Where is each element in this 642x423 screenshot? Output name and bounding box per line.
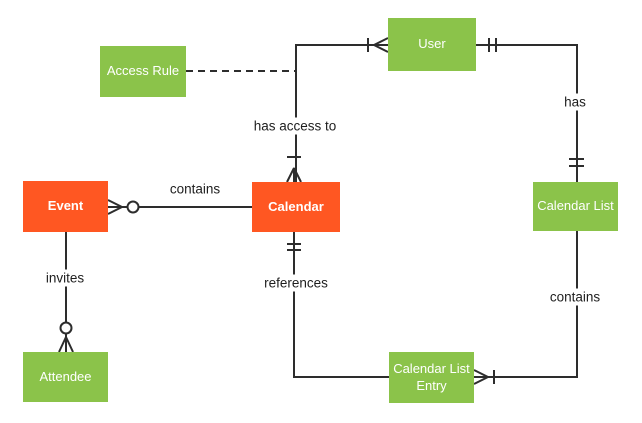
cardinality-many-event-icon — [107, 199, 123, 215]
entity-access-rule-label: Access Rule — [106, 63, 180, 79]
entity-attendee: Attendee — [23, 352, 108, 402]
entity-user: User — [388, 18, 476, 71]
cardinality-one-or-many-calendar-icon — [286, 156, 302, 183]
connector-has — [476, 38, 584, 182]
entity-calendar: Calendar — [252, 182, 340, 232]
cardinality-zero-event-icon — [126, 200, 140, 214]
connector-invites — [58, 232, 74, 353]
cardinality-many-attendee-icon — [58, 336, 74, 353]
relationship-label-contains-event-calendar: contains — [165, 180, 225, 198]
relationship-label-has: has — [560, 93, 590, 111]
relationship-label-invites: invites — [41, 269, 89, 287]
cardinality-one-or-many-user-icon — [367, 37, 389, 53]
cardinality-zero-attendee-icon — [59, 321, 73, 335]
cardinality-exactly-one-user-icon — [488, 38, 497, 52]
connector-references — [287, 232, 389, 378]
entity-event: Event — [23, 181, 108, 232]
connector-has-access-to — [286, 37, 389, 183]
cardinality-one-or-many-entry-icon — [473, 369, 495, 385]
relationship-label-has-access-to: has access to — [249, 117, 341, 135]
entity-access-rule: Access Rule — [100, 46, 186, 97]
relationship-label-references: references — [260, 274, 332, 292]
entity-user-label: User — [418, 36, 446, 52]
entity-calendar-list: Calendar List — [533, 182, 618, 231]
connector-contains-calendar-list — [473, 231, 578, 385]
entity-attendee-label: Attendee — [39, 368, 92, 384]
relationship-label-contains-calendar-list: contains — [545, 288, 605, 306]
entity-calendar-label: Calendar — [268, 198, 324, 214]
cardinality-exactly-one-calendar-list-icon — [569, 158, 584, 167]
entity-calendar-list-label: Calendar List — [537, 198, 614, 214]
connector-contains-event-calendar — [107, 199, 252, 215]
cardinality-exactly-one-calendar-icon — [287, 243, 301, 251]
entity-calendar-list-entry: Calendar List Entry — [389, 352, 474, 403]
entity-calendar-list-entry-label: Calendar List Entry — [393, 360, 470, 393]
entity-event-label: Event — [47, 198, 84, 214]
